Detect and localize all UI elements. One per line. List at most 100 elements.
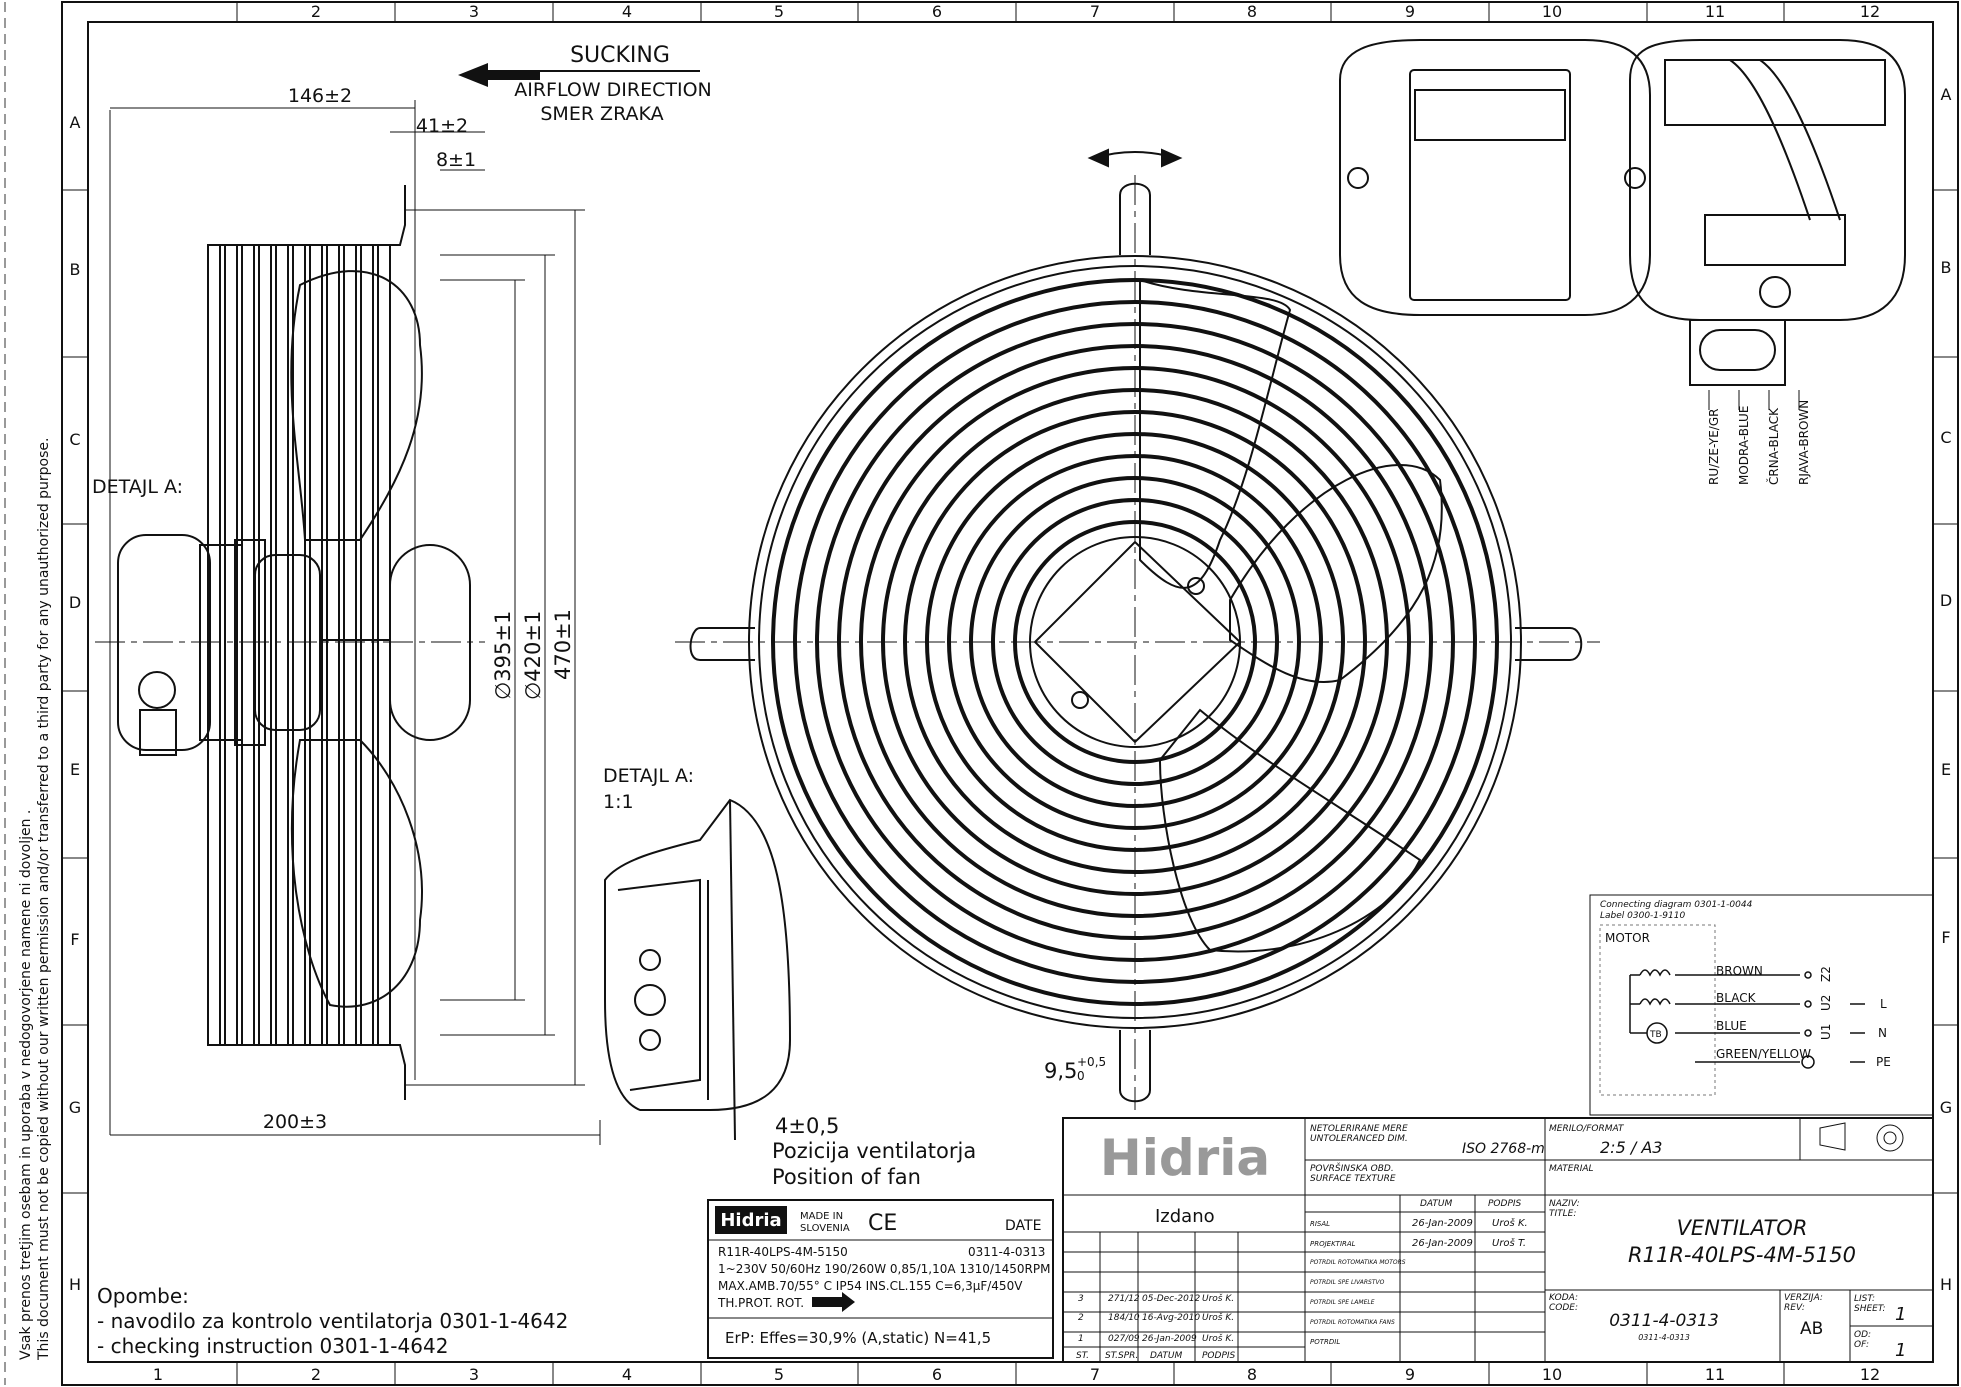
- rev-1-podpis: Uroš K.: [1202, 1333, 1234, 1344]
- drawing-frame: [61, 1, 1959, 1386]
- tb-surf-sl: POVRŠINSKA OBD.: [1310, 1162, 1394, 1174]
- nameplate-th-prot: TH.PROT. ROT.: [717, 1296, 804, 1310]
- tb-verzija: VERZIJA:: [1784, 1293, 1823, 1303]
- tb-proj-date: 26-Jan-2009: [1412, 1238, 1473, 1249]
- tb-of-val: 1: [1895, 1340, 1906, 1361]
- airflow-indicator: SUCKING AIRFLOW DIRECTION SMER ZRAKA: [458, 43, 712, 125]
- dim-41: 41±2: [416, 115, 468, 137]
- cd-u1: U1: [1819, 1024, 1833, 1040]
- wire-modra: MODRA-BLUE: [1737, 406, 1751, 485]
- cd-title1: Connecting diagram 0301-1-0044: [1600, 900, 1753, 910]
- tb-code-label: CODE:: [1549, 1303, 1578, 1313]
- rev-h-podpis: PODPIS: [1202, 1351, 1236, 1361]
- rev-3-spr: 271/12: [1108, 1294, 1140, 1304]
- col-top-5: 5: [774, 2, 784, 21]
- tb-risal-date: 26-Jan-2009: [1412, 1218, 1473, 1229]
- tb-netol-en: UNTOLERANCED DIM.: [1310, 1134, 1408, 1144]
- tb-list: LIST:: [1854, 1294, 1875, 1304]
- cd-title2: Label 0300-1-9110: [1600, 911, 1685, 921]
- legal-note: Vsak prenos tretjim osebam in uporaba v …: [4, 2, 52, 1385]
- col-top-3: 3: [469, 2, 479, 21]
- nameplate-code: 0311-4-0313: [968, 1245, 1045, 1259]
- rev-2-podpis: Uroš K.: [1202, 1312, 1234, 1323]
- dim-4: 4±0,5: [775, 1114, 839, 1138]
- col-bot-12: 12: [1860, 1365, 1880, 1384]
- col-bot-2: 2: [311, 1365, 321, 1384]
- tb-od: OD:: [1854, 1330, 1871, 1340]
- notes-line2: - checking instruction 0301-1-4642: [97, 1334, 448, 1358]
- row-l-h: H: [69, 1275, 81, 1294]
- position-en: Position of fan: [772, 1165, 921, 1189]
- rev-2-st: 2: [1078, 1313, 1084, 1323]
- wire-rjava: RJAVA-BROWN: [1797, 400, 1811, 485]
- detail-scale: 1:1: [603, 791, 634, 813]
- tb-naziv: NAZIV:: [1549, 1199, 1580, 1209]
- tb-potrdil: POTRDIL: [1310, 1338, 1340, 1346]
- rev-2-datum: 16-Avg-2010: [1142, 1313, 1200, 1323]
- title-block-brand: Hidria: [1100, 1129, 1270, 1187]
- tb-rev: REV:: [1784, 1303, 1805, 1313]
- terminal-box-views: [1339, 39, 1906, 386]
- row-r-d: D: [1940, 591, 1952, 610]
- tb-code: 0311-4-0313: [1609, 1311, 1719, 1331]
- detail-label-view: DETAJL A:: [603, 765, 694, 787]
- side-dimensions-text: 146±2 41±2 8±1 200±3 ∅395±1 ∅420±1 470±1…: [92, 85, 575, 1133]
- notes-line1: - navodilo za kontrolo ventilatorja 0301…: [97, 1309, 568, 1333]
- col-top-7: 7: [1090, 2, 1100, 21]
- cd-l: L: [1880, 997, 1887, 1011]
- fan-side-view: [95, 100, 601, 1145]
- nameplate-spec2: MAX.AMB.70/55° C IP54 INS.CL.155 C=6,3μF…: [718, 1279, 1023, 1293]
- dim-470: 470±1: [551, 609, 575, 680]
- dim-395: ∅395±1: [491, 611, 515, 700]
- row-r-h: H: [1940, 1275, 1952, 1294]
- title-block-logo: Hidria: [1090, 1125, 1280, 1190]
- tb-proj: PROJEKTIRAL: [1310, 1240, 1356, 1248]
- tb-potrdil-sl: POTRDIL SPE LIVARSTVO: [1310, 1279, 1385, 1286]
- row-l-c: C: [69, 430, 80, 449]
- nameplate-date: DATE: [1005, 1218, 1041, 1234]
- tb-surf-en: SURFACE TEXTURE: [1310, 1174, 1396, 1184]
- tb-risal-sig: Uroš K.: [1492, 1217, 1528, 1229]
- tb-rev-val: AB: [1800, 1319, 1823, 1339]
- row-r-b: B: [1941, 258, 1952, 277]
- col-top-8: 8: [1247, 2, 1257, 21]
- col-bot-7: 7: [1090, 1365, 1100, 1384]
- col-top-11: 11: [1705, 2, 1725, 21]
- tb-risal: RISAL: [1310, 1220, 1330, 1228]
- dim-9-5: 9,5: [1044, 1059, 1077, 1083]
- tb-podpis-h: PODPIS: [1488, 1199, 1522, 1209]
- col-top-10: 10: [1542, 2, 1562, 21]
- dim-9-5-tol-top: +0,5: [1077, 1055, 1106, 1069]
- col-top-4: 4: [622, 2, 632, 21]
- airflow-sucking: SUCKING: [570, 43, 670, 68]
- cd-black: BLACK: [1716, 991, 1757, 1005]
- nameplate-brand: Hidria: [720, 1210, 781, 1231]
- cd-tb: TB: [1649, 1030, 1662, 1040]
- tb-potrdil-la: POTRDIL SPE LAMELE: [1310, 1299, 1375, 1306]
- tb-material: MATERIAL: [1549, 1164, 1594, 1174]
- notes-title: Opombe:: [97, 1284, 189, 1308]
- rev-3-podpis: Uroš K.: [1202, 1293, 1234, 1304]
- cd-motor: MOTOR: [1605, 931, 1650, 945]
- dim-8: 8±1: [436, 149, 476, 171]
- tb-sheet: SHEET:: [1854, 1304, 1886, 1314]
- nameplate-model: R11R-40LPS-4M-5150: [718, 1245, 848, 1259]
- tb-proj-sig: Uroš T.: [1492, 1237, 1526, 1249]
- tb-code-small: 0311-4-0313: [1638, 1333, 1690, 1342]
- wire-crna: ČRNA-BLACK: [1766, 407, 1781, 485]
- frame-labels: 2 3 4 5 6 7 8 9 10 11 12 1 2 3 4 5 6 7 8…: [69, 2, 1952, 1384]
- cd-brown: BROWN: [1716, 964, 1763, 978]
- front-dimensions-text: 9,5 +0,5 0: [1044, 1055, 1106, 1083]
- nameplate-spec1: 1~230V 50/60Hz 190/260W 0,85/1,10A 1310/…: [718, 1262, 1050, 1276]
- tb-iso: ISO 2768-m: [1462, 1141, 1545, 1157]
- row-l-a: A: [70, 113, 81, 132]
- col-bot-5: 5: [774, 1365, 784, 1384]
- rev-h-st: ST.: [1076, 1351, 1089, 1361]
- cd-pe: PE: [1876, 1055, 1891, 1069]
- dim-146: 146±2: [288, 85, 352, 107]
- airflow-direction: AIRFLOW DIRECTION: [514, 79, 712, 101]
- col-top-9: 9: [1405, 2, 1415, 21]
- rev-3-st: 3: [1078, 1294, 1084, 1304]
- row-l-b: B: [70, 260, 81, 279]
- notes: Opombe: - navodilo za kontrolo ventilato…: [97, 1284, 568, 1358]
